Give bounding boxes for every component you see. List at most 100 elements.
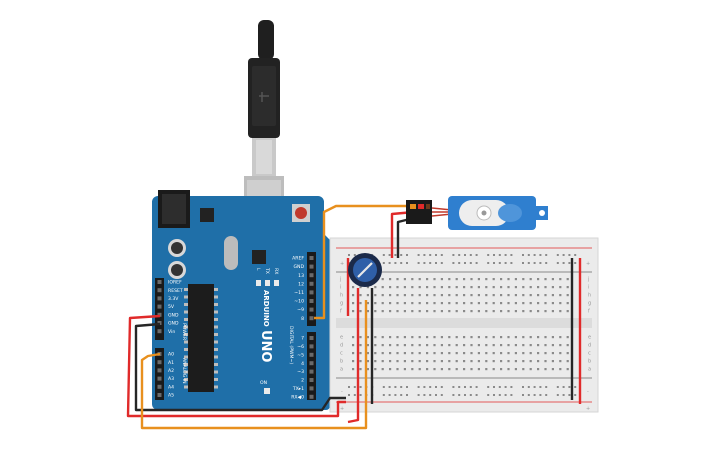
microcontroller-chip — [188, 284, 214, 392]
rail-minus-bottom: - — [341, 389, 343, 395]
led-label: TX — [264, 267, 270, 274]
wire-pot-power — [347, 288, 360, 424]
wire-gnd — [134, 322, 346, 412]
power-pin-hole[interactable] — [157, 312, 162, 317]
wire-a0 — [140, 300, 368, 430]
reset-button-icon[interactable] — [292, 204, 310, 222]
power-pin-hole[interactable] — [157, 288, 162, 293]
rail-minus-bottom-right: - — [587, 389, 589, 395]
power-pin-label: IOREF — [168, 280, 182, 286]
breadboard-row-letter: d — [588, 343, 591, 349]
digital-top-pin-hole[interactable] — [309, 316, 314, 321]
digital-top-pin-hole[interactable] — [309, 307, 314, 312]
led-label: RX — [273, 268, 279, 274]
digital-top-pin-label: GND — [293, 264, 304, 270]
led-indicator — [265, 280, 270, 286]
analog-header-title: ANALOG IN — [181, 358, 187, 384]
digital-header-title: DIGITAL (PWM~) — [288, 326, 294, 364]
digital-top-pin-label: 8 — [301, 316, 304, 322]
analog-pin-hole[interactable] — [157, 376, 162, 381]
usb-cable-icon — [244, 20, 284, 220]
analog-pin-label: A1 — [168, 360, 174, 366]
breadboard-row-letter: e — [340, 335, 343, 341]
analog-pin-hole[interactable] — [157, 360, 162, 365]
digital-bottom-pin-hole[interactable] — [309, 394, 314, 399]
power-header-title: POWER — [181, 323, 187, 341]
breadboard-row-letter: f — [340, 309, 342, 315]
power-pin-hole[interactable] — [157, 280, 162, 284]
power-pin-hole[interactable] — [157, 296, 162, 301]
digital-bottom-pin-hole[interactable] — [309, 378, 314, 382]
led-indicator — [274, 280, 279, 286]
breadboard-row-letter: e — [588, 335, 591, 341]
digital-bottom-pin-label: ~5 — [297, 352, 304, 358]
breadboard-row-letter: g — [588, 301, 591, 307]
analog-pin-label: A2 — [168, 368, 174, 374]
digital-bottom-pin-hole[interactable] — [309, 369, 314, 374]
rail-plus-bottom: + — [340, 406, 344, 412]
wire-5v — [126, 314, 346, 418]
breadboard-row-letter: j — [339, 277, 341, 283]
digital-bottom-pin-hole[interactable] — [309, 361, 314, 366]
digital-bottom-pin-hole[interactable] — [309, 352, 314, 357]
digital-top-pin-label: 13 — [298, 273, 304, 279]
digital-top-pin-hole[interactable] — [309, 281, 314, 286]
breadboard-row-letter: g — [340, 301, 343, 307]
digital-bottom-pin-label: ~6 — [297, 344, 304, 350]
digital-bottom-pin-label: ~3 — [297, 369, 304, 375]
digital-top-pin-label: 12 — [298, 281, 304, 287]
digital-top-pin-label: ~11 — [294, 290, 304, 296]
breadboard-row-letter: j — [587, 277, 589, 283]
led-indicator — [256, 280, 261, 286]
power-pin-label: 5V — [168, 304, 175, 310]
breadboard-row-letter: c — [588, 351, 591, 357]
digital-bottom-pin-label: RX◀0 — [291, 394, 304, 400]
breadboard-row-letter: b — [588, 359, 591, 365]
analog-pin-label: A3 — [168, 376, 174, 382]
digital-top-pin-hole[interactable] — [309, 299, 314, 303]
rail-plus-top: + — [340, 261, 344, 267]
rail-plus-top-right: + — [586, 261, 590, 267]
wire-servo-signal — [314, 204, 412, 320]
analog-pin-hole[interactable] — [157, 393, 162, 397]
board-brand: ARDUINO — [262, 290, 270, 327]
digital-top-pin-hole[interactable] — [309, 273, 314, 278]
power-pin-label: Vin — [168, 329, 175, 335]
led-label: L — [255, 268, 261, 271]
power-pin-label: GND — [168, 321, 179, 327]
digital-bottom-pin-hole[interactable] — [309, 386, 314, 391]
digital-bottom-pin-label: 2 — [301, 378, 304, 384]
analog-pin-label: A5 — [168, 393, 174, 399]
breadboard-row-letter: a — [340, 367, 343, 373]
board-model: UNO — [258, 330, 273, 363]
wires — [126, 204, 582, 430]
digital-bottom-pin-label: 7 — [301, 336, 304, 342]
digital-top-pin-hole[interactable] — [309, 256, 314, 260]
digital-top-pin-label: AREF — [292, 256, 304, 262]
servo-motor-icon[interactable] — [406, 196, 548, 230]
potentiometer-icon[interactable] — [348, 253, 382, 287]
power-pin-label: RESET — [168, 288, 183, 294]
breadboard-row-letter: i — [340, 285, 341, 291]
breadboard-row-letter: i — [588, 285, 589, 291]
breadboard-row-letter: h — [340, 293, 343, 299]
digital-top-pin-label: ~10 — [294, 299, 304, 305]
power-pin-label: 3.3V — [168, 296, 179, 302]
rail-plus-bottom-right: + — [586, 406, 590, 412]
analog-pin-hole[interactable] — [157, 368, 162, 373]
breadboard-row-letter: a — [588, 367, 591, 373]
power-pin-hole[interactable] — [157, 304, 162, 309]
digital-top-pin-hole[interactable] — [309, 264, 314, 269]
power-pin-hole[interactable] — [157, 329, 162, 334]
power-pin-label: GND — [168, 312, 179, 318]
digital-bottom-pin-label: TX▸1 — [292, 386, 304, 392]
breadboard-row-letter: d — [340, 343, 343, 349]
breadboard-row-letter: h — [588, 293, 591, 299]
digital-bottom-pin-hole[interactable] — [309, 344, 314, 349]
digital-top-pin-hole[interactable] — [309, 290, 314, 295]
analog-pin-label: A0 — [168, 352, 174, 358]
digital-bottom-pin-hole[interactable] — [309, 336, 314, 340]
analog-pin-hole[interactable] — [157, 384, 162, 389]
breadboard-row-letter: c — [340, 351, 343, 357]
